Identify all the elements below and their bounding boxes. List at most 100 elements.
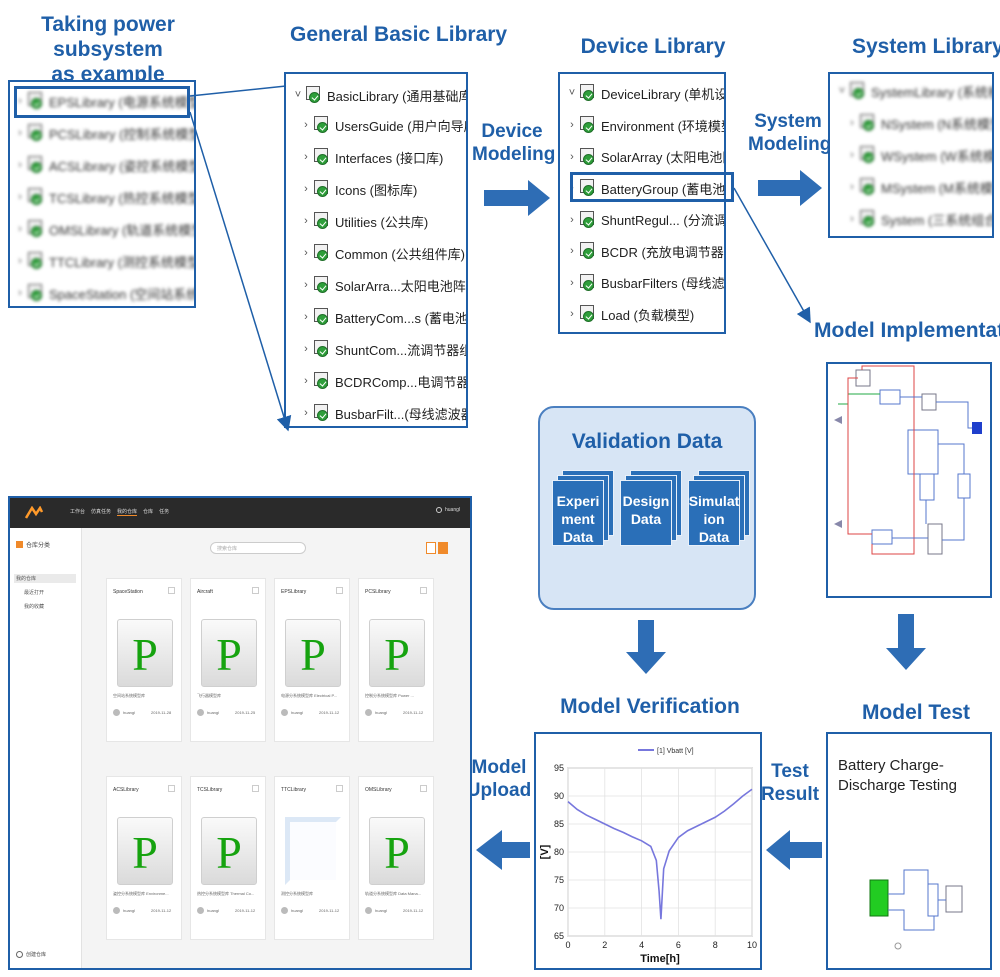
create-repo-label: 创建仓库 <box>26 952 47 958</box>
package-icon <box>314 340 330 358</box>
package-icon <box>314 308 330 326</box>
nav-item[interactable]: 任务 <box>159 509 170 515</box>
chevron-right-icon[interactable]: › <box>304 247 308 259</box>
chevron-right-icon[interactable]: › <box>850 117 854 129</box>
tree-item[interactable]: ›TCSLibrary (热控系统模型库) <box>14 184 194 210</box>
tree-item[interactable]: ›BatteryCom...s (蓄电池组件库) <box>300 304 466 330</box>
tree-item[interactable]: ›Environment (环境模型) <box>566 112 724 138</box>
tree-item[interactable]: ›BCDR (充放电调节器) <box>566 238 724 264</box>
tree-root-system-library[interactable]: ˅ SystemLibrary (系统模型库) <box>836 78 992 104</box>
chevron-right-icon[interactable]: › <box>304 151 308 163</box>
chevron-right-icon[interactable]: › <box>850 213 854 225</box>
star-icon[interactable] <box>252 785 259 792</box>
chevron-down-icon[interactable]: ˅ <box>294 89 302 101</box>
star-icon[interactable] <box>420 587 427 594</box>
user-menu[interactable]: huangl <box>435 507 460 513</box>
tree-item[interactable]: ›MSystem (M系统模型) <box>846 174 992 200</box>
tree-item[interactable]: ›Load (负载模型) <box>566 301 694 327</box>
chevron-down-icon[interactable]: ˅ <box>838 85 846 97</box>
chevron-right-icon[interactable]: › <box>570 308 574 320</box>
tree-item[interactable]: ›Common (公共组件库) <box>300 240 465 266</box>
repo-p-icon: P <box>117 619 173 687</box>
tree-item[interactable]: ›NSystem (N系统模型) <box>846 110 992 136</box>
repo-card-title: EPSLibrary <box>281 589 307 595</box>
chevron-right-icon[interactable]: › <box>570 119 574 131</box>
star-icon[interactable] <box>336 587 343 594</box>
tree-item[interactable]: ›UsersGuide (用户向导库) <box>300 112 466 138</box>
tree-item[interactable]: ›BusbarFilt...(母线滤波器组件库) <box>300 400 466 426</box>
tree-item[interactable]: ›EPSLibrary (电源系统模型库) <box>14 88 194 114</box>
chevron-right-icon[interactable]: › <box>570 276 574 289</box>
tree-root-device-library[interactable]: ˅ DeviceLibrary (单机设备库) <box>566 80 724 106</box>
list-view-icon[interactable] <box>426 542 436 554</box>
nav-item[interactable]: 工作台 <box>70 509 86 515</box>
tree-item[interactable]: ›ShuntCom...流调节器组件库) <box>300 336 466 362</box>
tree-item[interactable]: ›SolarArra...太阳电池阵组件库) <box>300 272 466 298</box>
chevron-right-icon[interactable]: › <box>570 150 574 163</box>
sidebar-item[interactable]: 我的收藏 <box>24 604 45 610</box>
chevron-right-icon[interactable]: › <box>570 245 574 257</box>
chevron-right-icon[interactable]: › <box>304 375 308 387</box>
tree-item[interactable]: › ACSLibrary (姿控系统模型库) <box>14 152 194 178</box>
tree-item[interactable]: ›PCSLibrary (控制系统模型库) <box>14 120 194 146</box>
chevron-right-icon[interactable]: › <box>18 223 22 235</box>
chevron-right-icon[interactable]: › <box>18 191 22 203</box>
star-icon[interactable] <box>252 587 259 594</box>
chevron-right-icon[interactable]: › <box>850 181 854 193</box>
repo-card-desc: 电源分系统模型库 Electrical P... <box>281 693 337 698</box>
chevron-right-icon[interactable]: › <box>304 215 308 227</box>
chevron-right-icon[interactable]: › <box>304 279 308 291</box>
tree-item[interactable]: ›OMSLibrary (轨道系统模型库) <box>14 216 194 242</box>
tree-item-label: SolarArray (太阳电池阵模型) <box>601 150 724 165</box>
repo-p-icon: P <box>117 817 173 885</box>
chevron-down-icon[interactable]: ˅ <box>568 87 576 99</box>
tree-item[interactable]: › SolarArray (太阳电池阵模型) <box>566 144 724 170</box>
chevron-right-icon[interactable]: › <box>850 149 854 161</box>
chevron-right-icon[interactable]: › <box>304 311 308 323</box>
chevron-right-icon[interactable]: › <box>18 255 22 267</box>
tree-item[interactable]: ›WSystem (W系统模型) <box>846 142 992 168</box>
tree-item[interactable]: ›SpaceStation (空间站系统模型库) <box>14 280 194 306</box>
chevron-right-icon[interactable]: › <box>304 119 308 131</box>
sidebar-item[interactable]: 最近打开 <box>24 590 45 596</box>
grid-view-icon[interactable] <box>438 542 448 554</box>
tree-item[interactable]: ›Interfaces (接口库) <box>300 144 443 170</box>
chevron-right-icon[interactable]: › <box>304 407 308 419</box>
nav-item[interactable]: 我的仓库 <box>117 509 138 516</box>
star-icon[interactable] <box>336 785 343 792</box>
nav-item[interactable]: 仓库 <box>143 509 154 515</box>
sidebar-item[interactable]: 我的仓库 <box>14 574 76 583</box>
tree-item[interactable]: ›ShuntRegul... (分流调节器模型) <box>566 207 724 233</box>
tree-item[interactable]: ›Icons (图标库) <box>300 176 417 202</box>
tree-item[interactable]: ›System (三系统组合模型) <box>846 206 992 232</box>
tree-item[interactable]: ›TTCLibrary (测控系统模型库) <box>14 248 194 274</box>
star-icon[interactable] <box>168 587 175 594</box>
chevron-right-icon[interactable]: › <box>18 95 22 107</box>
search-input[interactable]: 搜索仓库 <box>210 542 306 554</box>
star-icon[interactable] <box>420 785 427 792</box>
chevron-right-icon[interactable]: › <box>304 343 308 355</box>
create-repo-button[interactable]: 创建仓库 <box>16 951 46 958</box>
chevron-right-icon[interactable]: › <box>18 127 22 139</box>
chevron-right-icon[interactable]: › <box>304 183 308 195</box>
y-tick-label: 95 <box>554 763 564 773</box>
tree-item[interactable]: ›BusbarFilters (母线滤波器) <box>566 270 724 296</box>
sidebar-title: 仓库分类 <box>26 543 51 549</box>
tree-item-label: ACSLibrary (姿控系统模型库) <box>49 158 194 174</box>
tree-root-basic-library[interactable]: ˅ BasicLibrary (通用基础库) <box>292 82 466 108</box>
chevron-right-icon[interactable]: › <box>18 159 22 171</box>
chevron-right-icon[interactable]: › <box>18 287 22 299</box>
star-icon[interactable] <box>168 785 175 792</box>
chevron-right-icon[interactable]: › <box>570 213 574 226</box>
tree-item[interactable]: ›Utilities (公共库) <box>300 208 428 234</box>
nav-item[interactable]: 仿真任务 <box>91 509 112 515</box>
tree-item[interactable]: ›BCDRComp...电调节器组件库) <box>300 368 466 394</box>
